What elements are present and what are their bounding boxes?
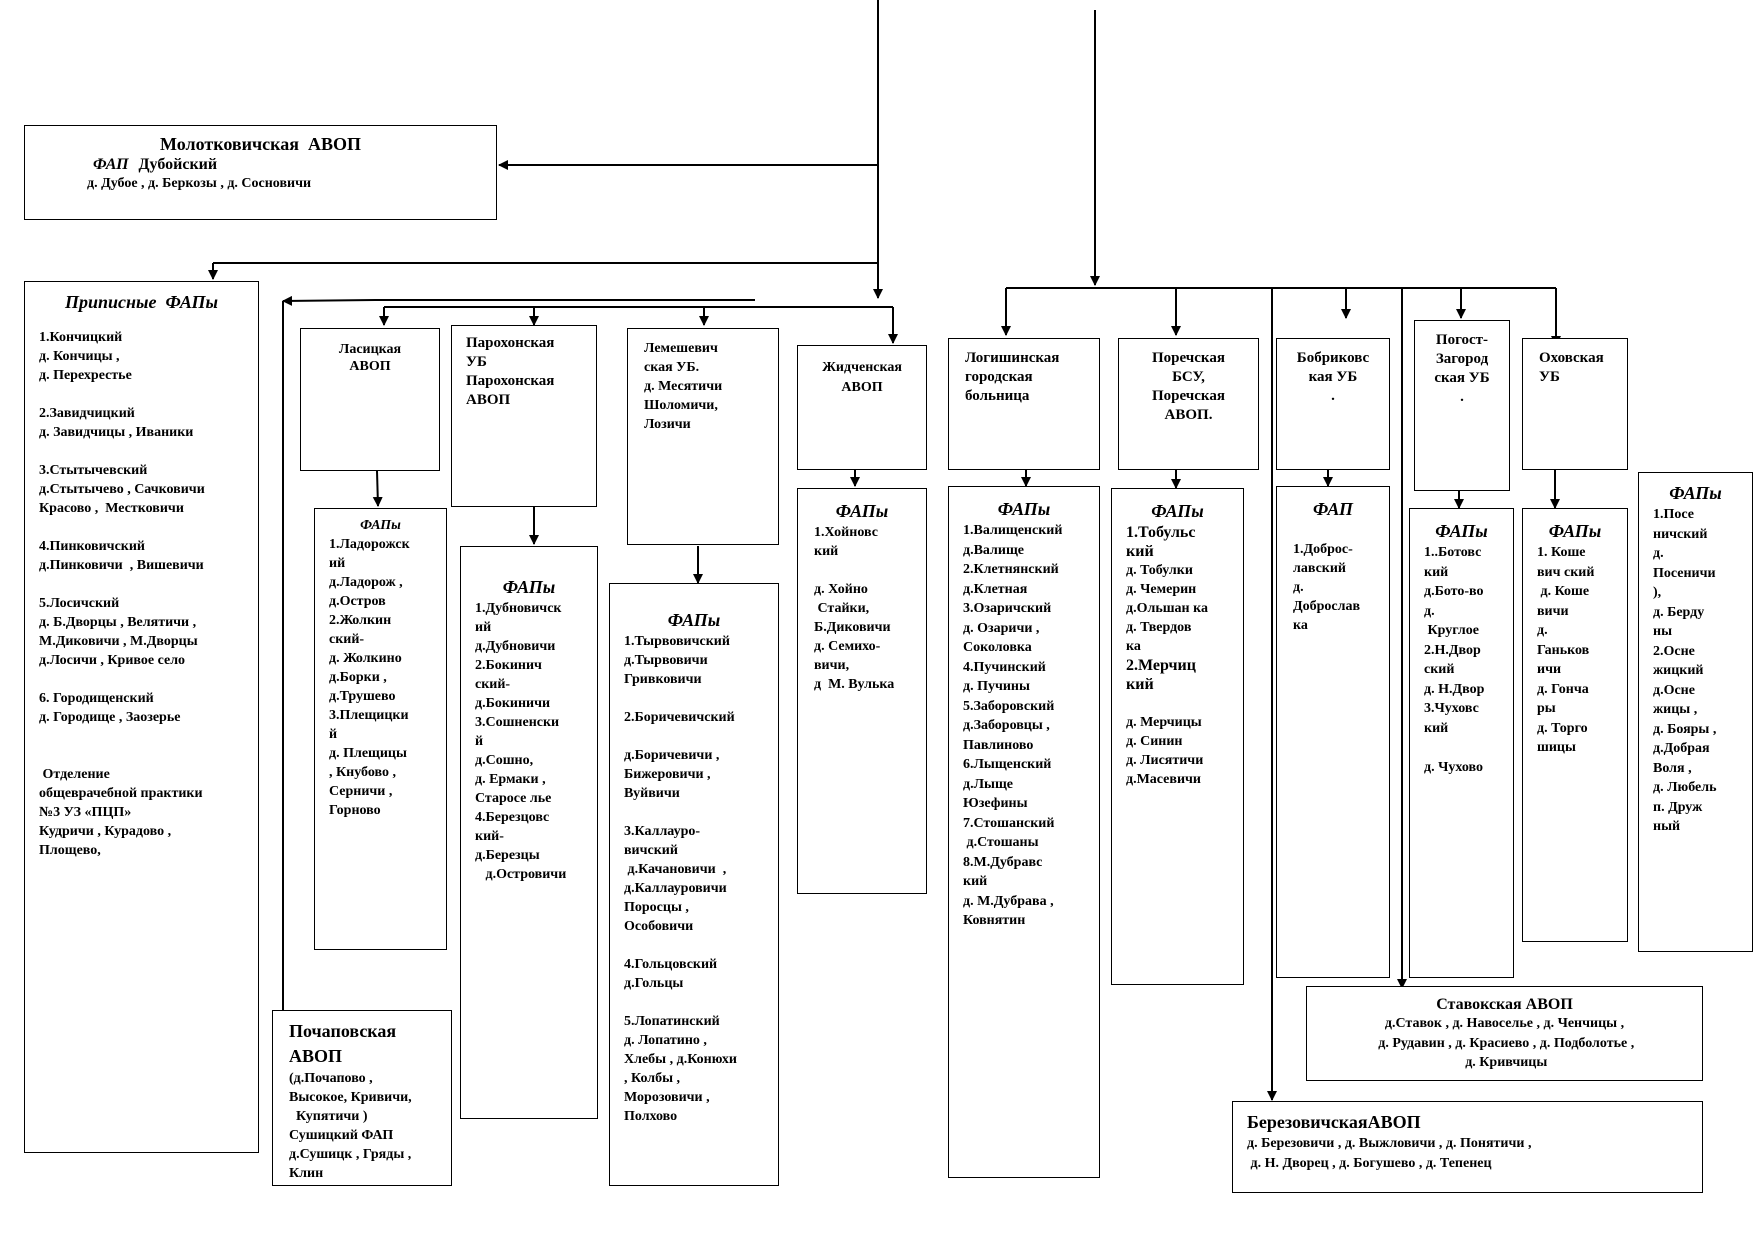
lasitskaya-avop-box: Ласицкая АВОП	[300, 328, 440, 471]
okhovskaya-ub-title: Оховская УБ	[1539, 350, 1604, 385]
bobrikovskaya-fap-box: ФАП 1.Доброс- лавский д. Доброслав ка	[1276, 486, 1390, 978]
posenichsky-faps-header: ФАПы	[1669, 483, 1722, 503]
stavokskaya-avop-title: Ставокская АВОП	[1436, 996, 1573, 1013]
porechskaya-bsu-title: Поречская БСУ, Поречская АВОП.	[1152, 350, 1225, 423]
parokhonskaya-ub-title: Парохонская УБ Парохонская АВОП	[466, 335, 555, 408]
bobrikovskaya-ub-title: Бобриковс кая УБ .	[1296, 350, 1370, 404]
lemeshevichskaya-faps-header: ФАПы	[667, 610, 721, 630]
lasitskaya-avop-title: Ласицкая АВОП	[338, 342, 402, 374]
okhovskaya-ub-box: Оховская УБ	[1522, 338, 1628, 470]
pochapovskaya-avop-details: (д.Почапово , Высокое, Кривичи, Купятичи…	[289, 1071, 412, 1181]
porechskaya-faps-header: ФАПы	[1151, 501, 1204, 521]
pripisnye-faps-header: Приписные ФАПы	[65, 292, 218, 312]
parokhonskaya-faps-header: ФАПы	[502, 577, 556, 597]
pochapovskaya-avop-box: Почаповская АВОП (д.Почапово , Высокое, …	[272, 1010, 452, 1186]
zhidchenskaya-avop-box: Жидченская АВОП	[797, 345, 927, 470]
logishinskaya-faps-list: 1.Валищенский д.Валище 2.Клетнянский д.К…	[963, 523, 1063, 928]
logishinskaya-hospital-box: Логишинская городская больница	[948, 338, 1100, 470]
pogost-zagorodskaya-faps-list: 1..Ботовс кий д.Бото-во д. Круглое 2.Н.Д…	[1424, 545, 1485, 775]
pripisnye-faps-list: 1.Кончицкий д. Кончицы , д. Перехрестье …	[39, 330, 205, 858]
bobrikovskaya-fap-list: 1.Доброс- лавский д. Доброслав ка	[1293, 542, 1361, 633]
stavokskaya-avop-villages: д.Ставок , д. Навоселье , д. Ченчицы , д…	[1378, 1016, 1635, 1070]
zhidchenskaya-faps-header: ФАПы	[835, 501, 889, 521]
lasitskaya-faps-list: 1.Ладорожск ий д.Ладорож , д.Остров 2.Жо…	[329, 537, 410, 818]
zhidchenskaya-faps-box: ФАПы 1.Хойновс кий д. Хойно Стайки, Б.Ди…	[797, 488, 927, 894]
pogost-zagorodskaya-ub-title: Погост- Загород ская УБ .	[1434, 332, 1490, 405]
logishinskaya-hospital-title: Логишинская городская больница	[965, 350, 1060, 404]
molotkovichi-avop-title: Молотковичская АВОП	[160, 134, 361, 154]
parokhonskaya-faps-list: 1.Дубновичск ий д.Дубновичи 2.Бокинич ск…	[475, 601, 567, 882]
lemeshevichskaya-ub-title: Лемешевич ская УБ. д. Месятичи Шоломичи,…	[644, 341, 723, 432]
bobrikovskaya-fap-header: ФАП	[1313, 499, 1353, 519]
porechskaya-fap-tobulsky: 1.Тобульс кий	[1126, 524, 1196, 560]
molotkovichi-villages: д. Дубое , д. Беркозы , д. Сосновичи	[87, 176, 312, 191]
porechskaya-fap-merchitsky-villages: д. Мерчицы д. Синин д. Лисятичи д.Масеви…	[1126, 715, 1204, 787]
lasitskaya-faps-box: ФАПы 1.Ладорожск ий д.Ладорож , д.Остров…	[314, 508, 447, 950]
pogost-zagorodskaya-faps-header: ФАПы	[1435, 521, 1488, 541]
lemeshevichskaya-faps-box: ФАПы 1.Тырвовичский д.Тырвовичи Гривкови…	[609, 583, 779, 1186]
molotkovichi-fap-label: ФАП	[93, 156, 129, 173]
logishinskaya-faps-header: ФАПы	[997, 499, 1051, 519]
porechskaya-fap-merchitsky: 2.Мерчиц кий	[1126, 657, 1196, 693]
parokhonskaya-faps-box: ФАПы 1.Дубновичск ий д.Дубновичи 2.Бокин…	[460, 546, 598, 1119]
molotkovichi-avop-box: Молотковичская АВОП ФАП Дубойский д. Дубо…	[24, 125, 497, 220]
okhovskaya-faps-header: ФАПы	[1548, 521, 1602, 541]
posenichsky-faps-box: ФАПы 1.Посе ничский д. Посеничи ), д. Бе…	[1638, 472, 1753, 952]
lasitskaya-faps-header: ФАПы	[360, 518, 401, 533]
lemeshevichskaya-ub-box: Лемешевич ская УБ. д. Месятичи Шоломичи,…	[627, 328, 779, 545]
molotkovichi-fap-line: ФАП Дубойский	[35, 155, 486, 175]
molotkovichi-fap-name: Дубойский	[138, 156, 218, 173]
okhovskaya-faps-list: 1. Коше вич ский д. Коше вичи д. Ганьков…	[1537, 545, 1595, 755]
pogost-zagorodskaya-faps-box: ФАПы 1..Ботовс кий д.Бото-во д. Круглое …	[1409, 508, 1514, 978]
stavokskaya-avop-box: Ставокская АВОП д.Ставок , д. Навоселье …	[1306, 986, 1703, 1081]
porechskaya-fap-tobulsky-villages: д. Тобулки д. Чемерин д.Ольшан ка д. Тве…	[1126, 563, 1208, 654]
lemeshevichskaya-faps-list: 1.Тырвовичский д.Тырвовичи Гривковичи 2.…	[624, 634, 737, 1124]
posenichsky-faps-list: 1.Посе ничский д. Посеничи ), д. Берду н…	[1653, 507, 1717, 834]
pochapovskaya-avop-title: Почаповская АВОП	[289, 1021, 397, 1066]
berezovichskaya-avop-title: БерезовичскаяАВОП	[1247, 1112, 1421, 1132]
porechskaya-bsu-box: Поречская БСУ, Поречская АВОП.	[1118, 338, 1259, 470]
bobrikovskaya-ub-box: Бобриковс кая УБ .	[1276, 338, 1390, 470]
berezovichskaya-avop-villages: д. Березовичи , д. Выжловичи , д. Поняти…	[1247, 1136, 1532, 1171]
berezovichskaya-avop-box: БерезовичскаяАВОП д. Березовичи , д. Выж…	[1232, 1101, 1703, 1193]
zhidchenskaya-avop-title: Жидченская АВОП	[822, 360, 902, 395]
zhidchenskaya-faps-list: 1.Хойновс кий д. Хойно Стайки, Б.Дикович…	[814, 525, 895, 692]
pogost-zagorodskaya-ub-box: Погост- Загород ская УБ .	[1414, 320, 1510, 491]
okhovskaya-faps-box: ФАПы 1. Коше вич ский д. Коше вичи д. Га…	[1522, 508, 1628, 942]
porechskaya-faps-box: ФАПы 1.Тобульс кий д. Тобулки д. Чемерин…	[1111, 488, 1244, 985]
pripisnye-faps-box: Приписные ФАПы 1.Кончицкий д. Кончицы , …	[24, 281, 259, 1153]
parokhonskaya-ub-box: Парохонская УБ Парохонская АВОП	[451, 325, 597, 507]
logishinskaya-faps-box: ФАПы 1.Валищенский д.Валище 2.Клетнянски…	[948, 486, 1100, 1178]
